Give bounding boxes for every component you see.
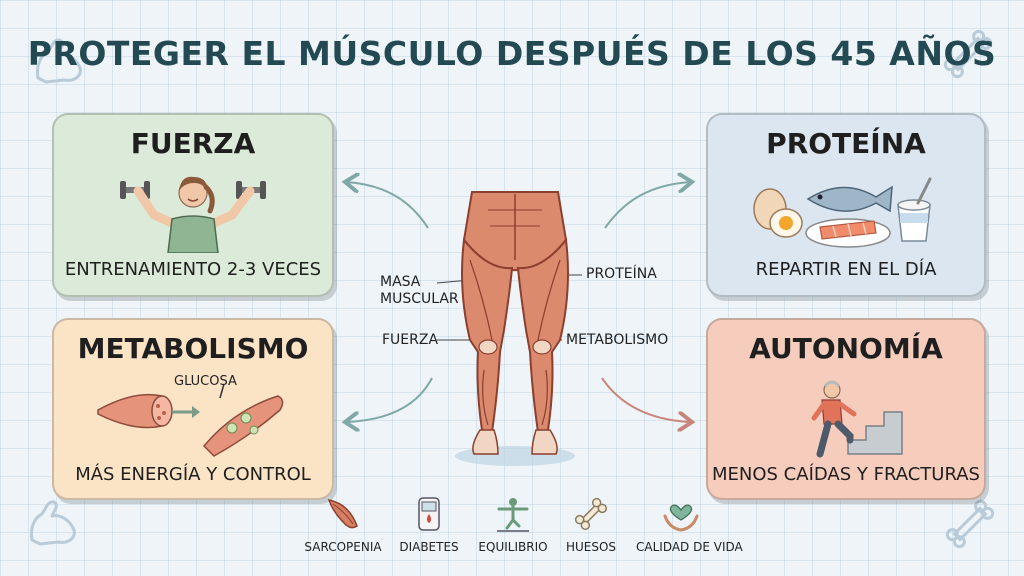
card-title: AUTONOMÍA bbox=[749, 332, 943, 365]
card-proteina: PROTEÍNA REPARTIR EN EL DÍA bbox=[706, 113, 986, 297]
card-metabolismo: METABOLISMO GLUCOSA MÁS ENERGÍA Y CONTRO… bbox=[52, 318, 334, 500]
bottom-item-equilibrio: EQUILIBRIO bbox=[468, 494, 558, 554]
bottom-item-diabetes: DIABETES bbox=[384, 494, 474, 554]
glucometer-icon bbox=[418, 497, 440, 531]
bottom-item-sarcopenia: SARCOPENIA bbox=[298, 494, 388, 554]
flexed-arm-icon bbox=[30, 500, 76, 546]
bone-decoration-icon bbox=[943, 29, 993, 79]
card-autonomia: AUTONOMÍA MENOS CAÍDAS Y FRACTURAS bbox=[706, 318, 986, 500]
bottom-label: HUESOS bbox=[565, 540, 617, 554]
bone-decoration-icon bbox=[945, 499, 995, 549]
label-proteina: PROTEÍNA bbox=[586, 266, 657, 282]
hands-heart-icon bbox=[663, 504, 699, 532]
arrow-to-proteina bbox=[604, 182, 690, 229]
card-title: PROTEÍNA bbox=[766, 127, 926, 160]
woman-dumbbells-icon bbox=[120, 176, 266, 253]
card-subtitle: REPARTIR EN EL DÍA bbox=[755, 259, 937, 280]
card-title: METABOLISMO bbox=[77, 332, 309, 365]
muscle-glucose-icon bbox=[97, 383, 284, 457]
bottom-label: CALIDAD DE VIDA bbox=[636, 540, 743, 554]
arrow-to-fuerza bbox=[347, 182, 429, 229]
card-title: FUERZA bbox=[130, 127, 256, 160]
card-subtitle: MENOS CAÍDAS Y FRACTURAS bbox=[712, 464, 980, 485]
card-subtitle: ENTRENAMIENTO 2-3 VECES bbox=[64, 259, 322, 280]
bottom-item-calidad-de-vida: CALIDAD DE VIDA bbox=[636, 494, 743, 554]
protein-foods-icon bbox=[753, 177, 932, 248]
card-fuerza: FUERZA ENTRENAMIENTO 2-3 VECES bbox=[52, 113, 334, 297]
label-masa-muscular: MASA MUSCULAR bbox=[380, 274, 459, 307]
label-metabolismo: METABOLISMO bbox=[566, 332, 669, 348]
card-subtitle: MÁS ENERGÍA Y CONTROL bbox=[75, 464, 311, 485]
bottom-label: EQUILIBRIO bbox=[478, 540, 548, 554]
bottom-label: SARCOPENIA bbox=[304, 540, 382, 554]
elderly-stairs-icon bbox=[811, 380, 903, 458]
glucose-label: GLUCOSA bbox=[174, 374, 237, 389]
page-title: PROTEGER EL MÚSCULO DESPUÉS DE LOS 45 AÑ… bbox=[27, 34, 997, 73]
label-fuerza: FUERZA bbox=[382, 332, 439, 348]
bottom-label: DIABETES bbox=[399, 540, 459, 554]
muscle-fiber-icon bbox=[327, 499, 358, 529]
arrow-to-autonomia bbox=[601, 377, 690, 422]
bottom-item-huesos: HUESOS bbox=[546, 494, 636, 554]
muscular-legs-illustration bbox=[455, 191, 575, 466]
arrow-to-metabolismo bbox=[347, 377, 433, 422]
balance-figure-icon bbox=[497, 498, 529, 532]
flexed-arm-icon bbox=[36, 38, 82, 84]
bone-icon bbox=[574, 497, 608, 531]
